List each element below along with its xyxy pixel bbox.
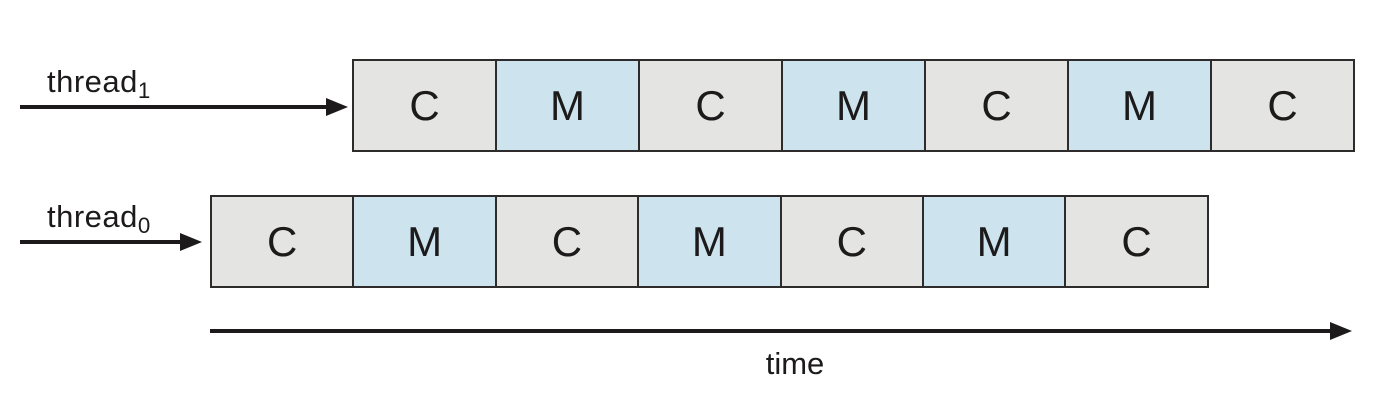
timeline-block-memory: M [637, 195, 782, 288]
thread1-label-text: thread [47, 64, 138, 99]
timeline-block-compute: C [779, 195, 924, 288]
timeline-block-compute: C [924, 59, 1069, 152]
timeline-block-compute: C [1064, 195, 1209, 288]
time-axis-label: time [765, 346, 825, 381]
timeline-block-compute: C [210, 195, 355, 288]
thread1-label-subscript: 1 [137, 78, 151, 104]
time-axis-arrowhead-icon [1330, 322, 1352, 340]
thread0-arrowhead-icon [180, 233, 202, 251]
timeline-block-compute: C [352, 59, 497, 152]
timeline-block-compute: C [1210, 59, 1355, 152]
time-axis-line [210, 329, 1330, 333]
timeline-block-memory: M [921, 195, 1067, 288]
thread0-label-text: thread [47, 199, 138, 234]
thread1-label: thread1 [47, 64, 151, 104]
thread0-label-subscript: 0 [137, 213, 151, 239]
thread1-arrowhead-icon [326, 98, 348, 116]
timeline-block-compute: C [494, 195, 640, 288]
timeline-block-memory: M [495, 59, 640, 152]
timeline-block-memory: M [352, 195, 497, 288]
timeline-block-compute: C [638, 59, 783, 152]
timeline-block-memory: M [781, 59, 926, 152]
thread1-arrow-line [20, 105, 326, 109]
thread0-arrow-line [20, 240, 180, 244]
timeline-block-memory: M [1067, 59, 1212, 152]
thread0-label: thread0 [47, 199, 151, 239]
